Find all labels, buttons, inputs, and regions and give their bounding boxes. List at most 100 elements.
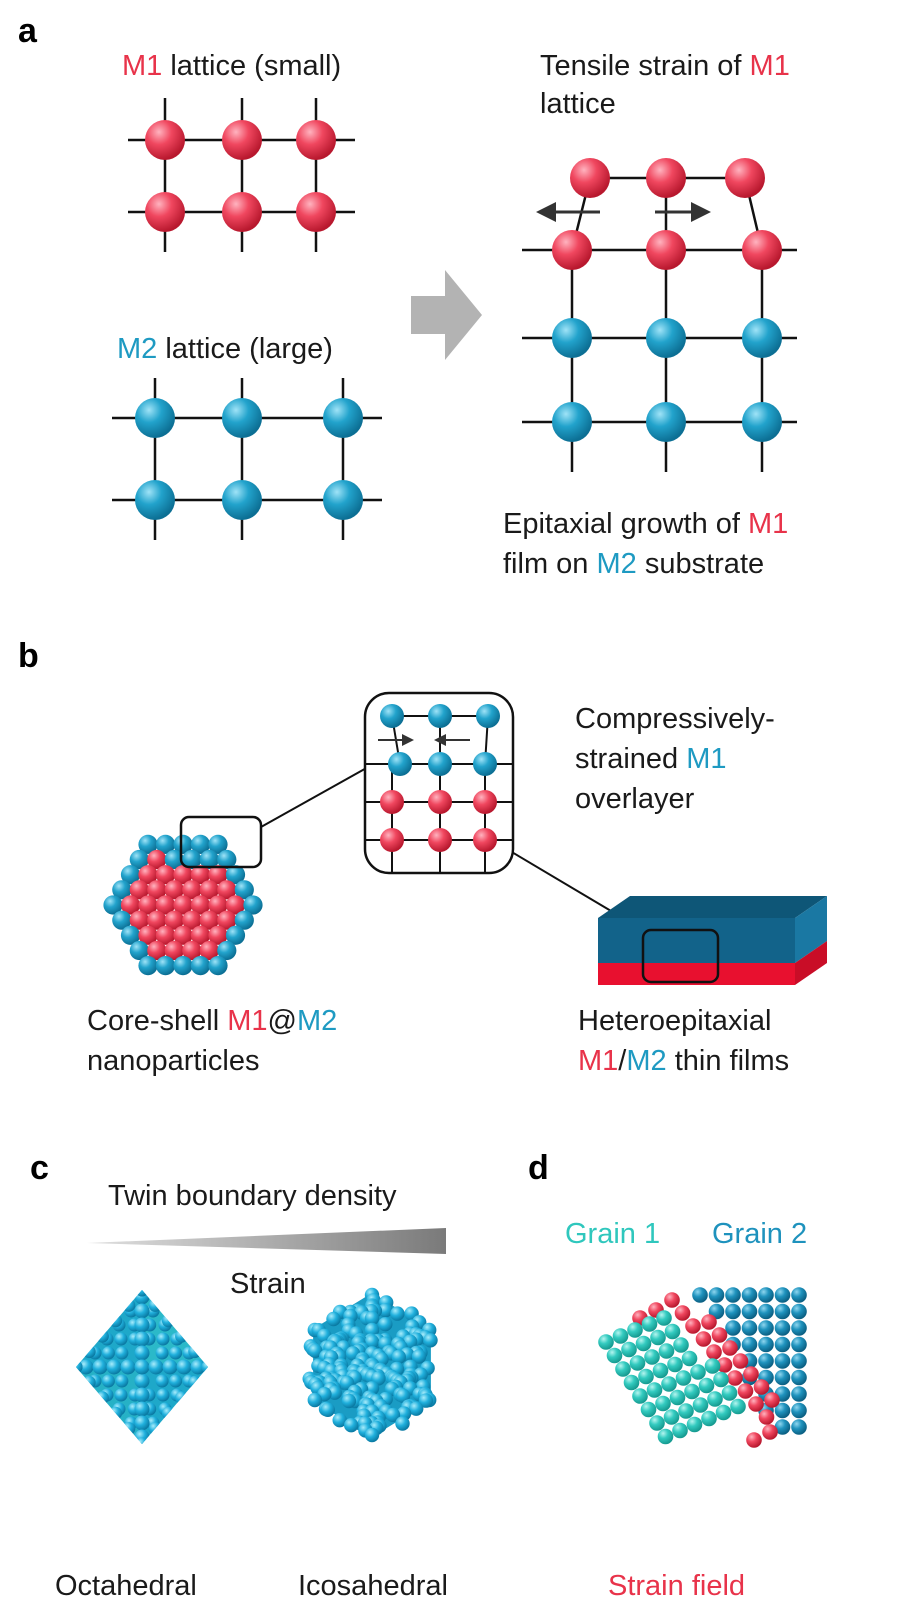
cluster-atom <box>148 1359 164 1375</box>
grain2-atom <box>758 1287 774 1303</box>
shell-atom <box>217 940 237 961</box>
grain2-atom <box>774 1287 791 1303</box>
core-atom <box>164 940 184 961</box>
cluster-atom <box>114 1332 128 1346</box>
strain-field-atom <box>748 1396 764 1412</box>
grain1-atom <box>615 1361 631 1377</box>
core-atom <box>173 895 193 915</box>
cluster-atom <box>395 1388 411 1404</box>
shell-atom <box>182 849 202 870</box>
octahedral-cluster <box>76 1290 208 1444</box>
m1-lattice-small <box>128 98 355 252</box>
cluster-atom <box>134 1317 150 1333</box>
cluster-atom <box>78 1359 94 1375</box>
grain2-atom <box>774 1303 791 1320</box>
strain-field-atom <box>701 1314 717 1330</box>
cluster-atom <box>378 1317 393 1332</box>
grain2-atom <box>791 1402 807 1419</box>
panel-letter-d: d <box>528 1149 549 1187</box>
cluster-atom <box>320 1402 335 1418</box>
m1-atoms <box>145 120 336 232</box>
cluster-atom <box>175 1391 189 1405</box>
shell-atom <box>234 910 254 930</box>
cluster-atom <box>344 1418 359 1433</box>
shell-atom <box>112 910 132 930</box>
core-atom <box>120 895 141 915</box>
core-atom <box>190 865 211 885</box>
cluster-atom <box>114 1388 128 1402</box>
cluster-atom <box>95 1329 109 1343</box>
cluster-atom <box>161 1314 175 1328</box>
cluster-atom <box>109 1314 123 1328</box>
grain1-atom <box>641 1316 658 1332</box>
cluster-atom <box>161 1406 175 1420</box>
compressive-label-line3: overlayer <box>575 783 695 815</box>
panel-letter-c: c <box>30 1149 49 1187</box>
core-atom <box>182 940 202 961</box>
grain2-atom <box>741 1336 758 1353</box>
core-shell-nanoparticle <box>103 834 263 976</box>
grain1-atom <box>632 1388 648 1404</box>
strain-field-atom <box>664 1292 680 1308</box>
hetero-label-line2: M1/M2 thin films <box>578 1045 789 1077</box>
core-atom <box>129 880 149 900</box>
strain-field-atom <box>758 1409 775 1425</box>
grain1-atom <box>707 1391 723 1407</box>
grain1-atom <box>623 1374 640 1391</box>
cluster-atom <box>95 1391 109 1405</box>
m1-lattice-title: M1 lattice (small) <box>122 50 341 82</box>
cluster-atom <box>134 1331 150 1347</box>
grain1-atom <box>657 1428 674 1445</box>
strain-field-atom <box>762 1424 778 1440</box>
grain1-atom <box>627 1322 643 1338</box>
grain1-atom <box>621 1341 637 1358</box>
core-atom <box>217 880 237 900</box>
cluster-atom <box>190 1359 206 1375</box>
core-atom <box>164 880 184 900</box>
grain2-atom <box>791 1419 807 1435</box>
cluster-atom <box>92 1359 108 1375</box>
grain2-atom <box>791 1353 807 1369</box>
cluster-atom <box>308 1343 323 1359</box>
core-atom <box>155 895 176 915</box>
grain1-atom <box>686 1416 703 1433</box>
cluster-atom <box>148 1422 162 1436</box>
strain-field-atom <box>685 1318 701 1334</box>
core-atom <box>147 940 167 961</box>
cluster-atom <box>134 1345 150 1361</box>
core-atom <box>155 865 176 885</box>
grain1-atom <box>661 1376 677 1392</box>
core-atom <box>147 910 167 930</box>
strain-wedge <box>87 1228 446 1254</box>
shell-atom <box>190 956 211 976</box>
cluster-atom <box>122 1422 136 1436</box>
shell-atom <box>225 925 246 945</box>
cluster-atom <box>391 1349 406 1365</box>
grain1-atom <box>684 1383 700 1400</box>
grain1-atom <box>658 1343 675 1359</box>
strain-field-atom <box>716 1357 733 1373</box>
core-atom <box>199 910 219 930</box>
grain2-atom <box>774 1320 791 1336</box>
grain2-atom <box>692 1287 708 1303</box>
cluster-atom <box>378 1303 393 1318</box>
cluster-atom <box>155 1346 169 1360</box>
cluster-atom <box>423 1333 438 1348</box>
cluster-atom <box>418 1393 434 1408</box>
cluster-atom <box>364 1322 380 1338</box>
panel-letter-b: b <box>18 637 39 675</box>
grain2-atom <box>774 1402 791 1419</box>
epitaxial-label-line1: Epitaxial growth of M1 <box>503 508 788 540</box>
grain1-atom <box>713 1371 729 1388</box>
grain2-atom <box>791 1320 807 1336</box>
core-atom <box>217 910 237 930</box>
cluster-atom <box>364 1427 380 1443</box>
strained-m1-atoms <box>552 158 782 270</box>
film-zoom-box <box>641 928 720 984</box>
grain2-atom <box>791 1386 807 1402</box>
core-atom <box>173 925 193 945</box>
inset-m2-atoms <box>380 704 500 776</box>
shell-atom <box>155 956 176 976</box>
grain1-atom <box>672 1422 688 1439</box>
